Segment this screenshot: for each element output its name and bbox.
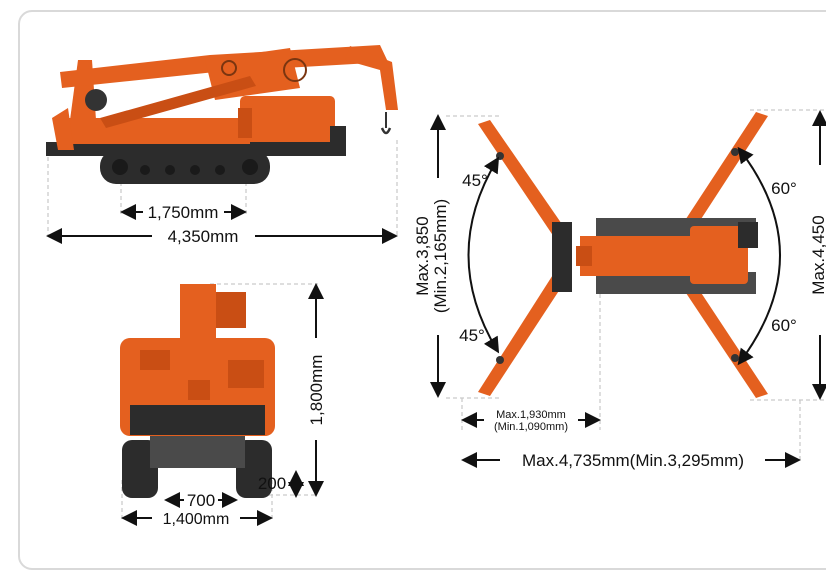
counterweight-block [330, 126, 346, 144]
top-front-bar [552, 222, 572, 292]
track-rollers [112, 159, 258, 175]
outrigger-upper-left [478, 120, 566, 240]
reach-max-label: Max.1,930mm [496, 409, 566, 421]
front-view-crane [120, 283, 318, 522]
top-counterweight [738, 222, 758, 248]
front-bumper [130, 405, 265, 435]
crawler-track [100, 150, 270, 184]
front-mast [180, 284, 216, 394]
top-view-crane [446, 109, 826, 460]
angle-lower-left: 45° [459, 326, 485, 345]
jib [345, 46, 398, 110]
boom-pin-large [283, 58, 307, 82]
outrigger-lower-right [680, 276, 768, 398]
right-span-max: Max.4,450 [809, 215, 826, 294]
front-mast-foot [188, 380, 210, 400]
operator-panel [238, 108, 252, 138]
clearance-label: 200 [258, 474, 286, 493]
spec-diagram: 1,750mm 4,350mm 1,800mm [18, 10, 826, 570]
front-panel-right [228, 360, 264, 388]
outrigger-upper-right [680, 112, 768, 236]
height-label: 1,800mm [307, 355, 326, 426]
front-left-track [122, 440, 158, 498]
reach-min-label: (Min.1,090mm) [494, 421, 568, 433]
angle-upper-left: 45° [462, 171, 488, 190]
track-span-label: 1,750mm [148, 203, 219, 222]
winch-drum [85, 89, 107, 111]
angle-lower-right: 60° [771, 316, 797, 335]
left-span-max: Max.3,850 [413, 216, 432, 295]
engine-cover [240, 96, 335, 142]
right-angle-arc [737, 146, 781, 366]
top-boom-tip [576, 246, 592, 266]
side-view-crane [46, 45, 398, 235]
boom-pin-hole [221, 60, 237, 76]
left-span-min: (Min.2,165mm) [431, 199, 450, 313]
hook-icon [380, 127, 392, 135]
diagram-canvas: 1,750mm 4,350mm 1,800mm [46, 45, 826, 528]
top-engine [690, 226, 748, 284]
angle-upper-right: 60° [771, 179, 797, 198]
front-winch [216, 292, 246, 328]
overall-width-label: 1,400mm [163, 511, 230, 528]
inner-width-label: 700 [187, 491, 215, 510]
total-length-label: Max.4,735mm(Min.3,295mm) [522, 451, 744, 470]
outrigger-joints [496, 148, 739, 364]
left-angle-arc [467, 156, 500, 354]
upper-frame [60, 118, 250, 144]
front-panel-left [140, 350, 170, 370]
overall-length-label: 4,350mm [168, 227, 239, 246]
front-undercarriage [150, 434, 245, 468]
front-outrigger [52, 108, 74, 150]
top-boom [580, 236, 700, 276]
luffing-cylinder [100, 76, 256, 128]
chassis-frame [46, 142, 346, 156]
outrigger-lower-left [478, 270, 566, 396]
